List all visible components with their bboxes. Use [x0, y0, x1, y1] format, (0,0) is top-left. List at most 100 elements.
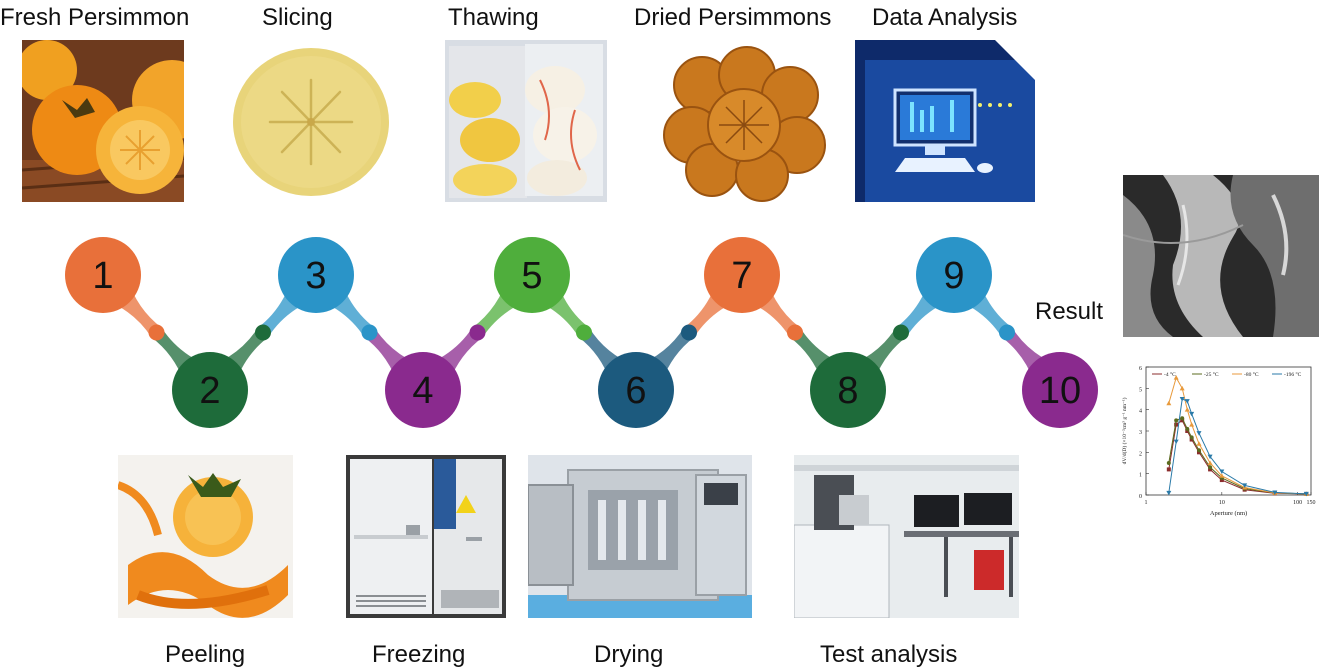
data-point — [1207, 460, 1213, 465]
data-point — [1196, 431, 1202, 436]
step-number-3: 3 — [305, 255, 326, 297]
data-point — [1219, 473, 1225, 478]
label-test-analysis: Test analysis — [820, 641, 958, 668]
data-point — [1185, 429, 1190, 433]
step-number-10: 10 — [1039, 370, 1081, 412]
label-drying: Drying — [594, 641, 664, 668]
y-tick-label: 6 — [1139, 366, 1142, 372]
step-number-2: 2 — [199, 370, 220, 412]
data-point — [1174, 422, 1179, 427]
data-point — [1166, 400, 1172, 406]
connector-dot — [681, 324, 697, 341]
label-peeling: Peeling — [165, 641, 246, 668]
step-number-1: 1 — [92, 255, 113, 297]
data-point — [1173, 375, 1179, 380]
step-number-8: 8 — [837, 370, 858, 412]
data-point — [1180, 418, 1185, 423]
connector-dot — [469, 324, 486, 341]
data-point — [1242, 483, 1248, 488]
data-point — [1207, 454, 1213, 460]
step-number-4: 4 — [412, 370, 433, 412]
step-circle-9 — [916, 237, 992, 313]
x-tick-label: 100 — [1293, 500, 1302, 506]
data-point — [1180, 416, 1185, 421]
step-circle-3 — [278, 237, 354, 313]
step-number-6: 6 — [625, 370, 646, 412]
connector-dot — [999, 324, 1015, 341]
y-tick-label: 2 — [1139, 451, 1142, 457]
data-point — [1179, 385, 1185, 391]
thawing-photo — [445, 40, 607, 202]
step-number-7: 7 — [731, 255, 752, 297]
step-number-9: 9 — [943, 255, 964, 297]
label-dried-persimmons: Dried Persimmons — [634, 4, 832, 31]
connector-dot — [361, 324, 378, 341]
y-tick-label: 3 — [1139, 430, 1142, 436]
test-analysis-photo — [794, 455, 1019, 618]
legend-label: -196 °C — [1284, 371, 1302, 378]
y-tick-label: 0 — [1139, 494, 1142, 500]
y-axis-label: dV/d(D) (×10⁻³cm³ g⁻¹ nm⁻¹) — [1121, 397, 1128, 464]
step-circle-8 — [810, 352, 886, 428]
data-point — [1189, 411, 1195, 417]
x-tick-label: 10 — [1219, 500, 1225, 506]
data-point — [1166, 461, 1171, 465]
data-point — [1173, 439, 1179, 445]
dried-persimmons-photo — [652, 40, 828, 202]
connector-dot — [787, 324, 803, 341]
data-point — [1189, 435, 1194, 440]
data-point — [1219, 478, 1224, 483]
y-tick-label: 5 — [1139, 387, 1142, 393]
step-circle-4 — [385, 352, 461, 428]
data-point — [1185, 426, 1190, 431]
sem-micrograph — [1123, 175, 1319, 337]
label-data-analysis: Data Analysis — [872, 4, 1018, 31]
y-tick-label: 1 — [1139, 473, 1142, 479]
step-circle-10 — [1022, 352, 1098, 428]
slicing-photo — [230, 40, 392, 202]
data-point — [1166, 490, 1172, 496]
step-circle-2 — [172, 352, 248, 428]
step-number-5: 5 — [521, 255, 542, 297]
data-point — [1303, 491, 1309, 497]
label-freezing: Freezing — [372, 641, 466, 668]
data-point — [1208, 465, 1213, 470]
data-point — [1174, 418, 1179, 423]
data-analysis-photo — [855, 40, 1035, 202]
step-circle-7 — [704, 237, 780, 313]
connector-dot — [893, 324, 909, 341]
data-point — [1189, 422, 1195, 427]
label-slicing: Slicing — [262, 4, 333, 31]
x-axis-label: Aperture (nm) — [1210, 510, 1247, 517]
data-point — [1184, 407, 1190, 412]
drying-photo — [528, 455, 752, 618]
connector-dot — [148, 324, 165, 341]
legend-label: -25 °C — [1204, 371, 1219, 378]
step-circle-6 — [598, 352, 674, 428]
connector-dot — [255, 324, 271, 341]
x-tick-label: 1 — [1145, 500, 1148, 506]
x-tick-label: 150 — [1307, 500, 1316, 506]
step-circle-5 — [494, 237, 570, 313]
label-fresh-persimmon: Fresh Persimmon — [0, 4, 190, 31]
data-point — [1184, 399, 1190, 404]
connector-dot — [576, 324, 592, 341]
label-thawing: Thawing — [448, 4, 539, 31]
data-point — [1208, 467, 1213, 472]
data-point — [1196, 448, 1201, 453]
peeling-photo — [118, 455, 293, 618]
data-point — [1196, 450, 1201, 455]
legend-label: -4 °C — [1164, 371, 1176, 378]
data-point — [1179, 397, 1185, 402]
legend-label: -80 °C — [1244, 371, 1259, 378]
data-point — [1272, 490, 1278, 495]
data-point — [1219, 469, 1225, 475]
fresh-persimmon-photo — [22, 40, 184, 202]
data-point — [1166, 467, 1171, 472]
data-point — [1196, 441, 1202, 446]
label-result: Result — [1035, 298, 1104, 325]
data-point — [1189, 437, 1194, 442]
step-circle-1 — [65, 237, 141, 313]
